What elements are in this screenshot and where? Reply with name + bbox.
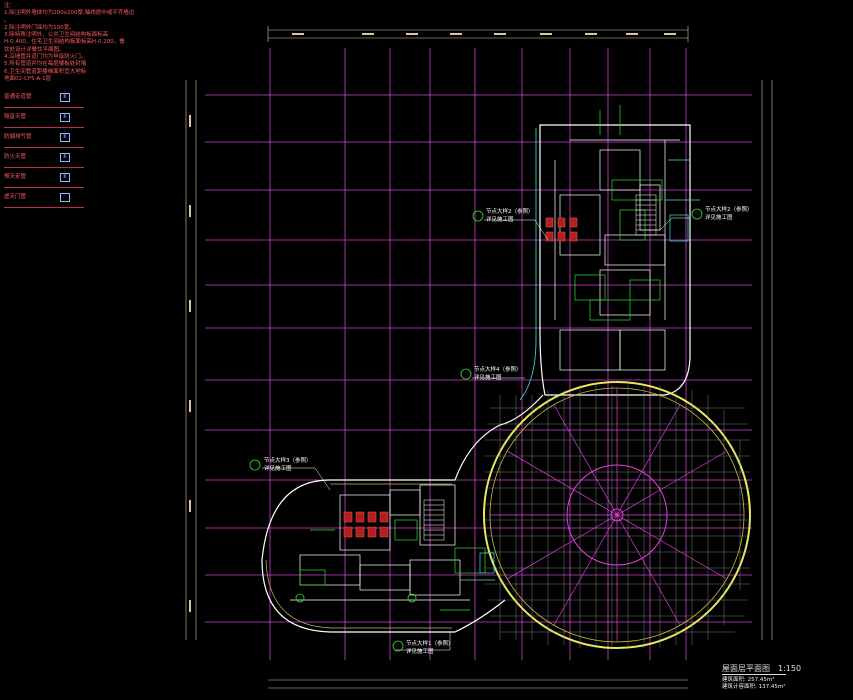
note-line: 1.除注明外墙体均为200x200厚,轴线居中或平齐墙边 [4,10,135,17]
lower-cyan-markers [460,552,495,581]
note-line: 。 [4,17,10,24]
annotation-title: 节点大样2（参照） [705,207,753,213]
annotation-subtitle: 详见施工图 [486,217,514,223]
annotation-title: 节点大样3（参照） [264,458,312,464]
left-dimension-line [185,80,197,640]
note-line: H-0.400，住宅卫生间结构板面标高H-0.200，餐 [4,39,125,46]
pipe-legend-table: 普通走道管 K 隔音天管 K 防烟排气管 K 防火天管 K 预天走管 K 虚天门… [4,88,84,208]
upper-cyan-markers [665,159,700,242]
annotation-bubbles [249,208,703,652]
bottom-dimension-line [268,679,688,689]
dome-radial-lines [490,388,744,642]
dome-mesh [485,385,750,648]
note-line: 5.所有管道井均在每层楼板处封堵 [4,61,87,68]
axis-grid [205,48,752,660]
note-line: 4.沿墙管井道门均为甲级防火门。 [4,54,87,61]
lower-red-units [343,511,389,538]
upper-red-units [545,217,578,242]
area-line: 建筑计容面积: 137.45m² [722,684,786,690]
annotation-title: 节点大样2（参照） [486,209,534,215]
note-line: 3.除特殊注明外，公共卫生间结构板面标高 [4,32,109,39]
note-line: 饮处设计详餐饮平面图。 [4,46,65,53]
drawing-notes: 注： 1.除注明外墙体均为200x200厚,轴线居中或平齐墙边 。 2.除注明外… [4,3,134,83]
annotation-subtitle: 详见施工图 [705,215,733,221]
upper-stair [635,194,657,236]
legend-symbol: K [60,113,70,122]
annotation-subtitle: 详见施工图 [264,466,292,472]
note-line: 注： [4,3,16,9]
legend-symbol: K [60,93,70,102]
legend-symbol: K [60,153,70,162]
legend-label: 防烟排气管 [4,134,32,140]
annotation-subtitle: 详见施工图 [406,649,434,655]
annotation-bottom: 节点大样1（参照） 详见施工图 [406,640,454,656]
note-line: 2.除注明外门垛均为100宽。 [4,24,75,31]
legend-label: 防火天管 [4,154,27,160]
annotation-middle: 节点大样4（参照） 详见施工图 [474,366,522,382]
drawing-title-block: 屋面层平面图 1:150 建筑面积: 257.45m² 建筑计容面积: 137.4… [722,663,801,691]
legend-row: 隔音天管 K [4,108,84,128]
annotation-left: 节点大样3（参照） 详见施工图 [264,457,312,473]
lower-wing-rooms [290,484,470,601]
lower-stair [423,499,445,541]
right-dimension-line [761,80,773,640]
legend-label: 隔音天管 [4,114,27,120]
drawing-title: 屋面层平面图 [722,664,770,673]
legend-row: 虚天门管 [4,188,84,208]
legend-label: 普通走道管 [4,94,32,100]
note-line: 地面02-CP5-A-1层 [4,75,52,82]
legend-row: 防火天管 K [4,148,84,168]
note-line: 6.卫生间管道距楼梯面积宜大地标 [4,68,87,75]
legend-symbol: K [60,173,70,182]
lower-wing-equipment [299,519,486,611]
drawing-scale: 1:150 [778,664,802,673]
title-underline [722,674,786,675]
upper-tower-equipment [574,105,663,321]
annotation-upper-right: 节点大样2（参照） 详见施工图 [705,206,753,222]
dimension-ticks [189,33,676,612]
legend-symbol: K [60,133,70,142]
area-line: 建筑面积: 257.45m² [722,677,775,683]
legend-symbol [60,193,70,202]
legend-label: 预天走管 [4,174,27,180]
annotation-title: 节点大样4（参照） [474,367,522,373]
annotation-leaders [262,217,690,651]
upper-tower-rooms [554,139,680,371]
legend-row: 普通走道管 K [4,88,84,108]
annotation-subtitle: 详见施工图 [474,375,502,381]
annotation-upper-left: 节点大样2（参照） 详见施工图 [486,208,534,224]
legend-row: 防烟排气管 K [4,128,84,148]
legend-row: 预天走管 K [4,168,84,188]
annotation-title: 节点大样1（参照） [406,641,454,647]
legend-label: 虚天门管 [4,194,27,200]
top-dimension-line [267,26,689,42]
